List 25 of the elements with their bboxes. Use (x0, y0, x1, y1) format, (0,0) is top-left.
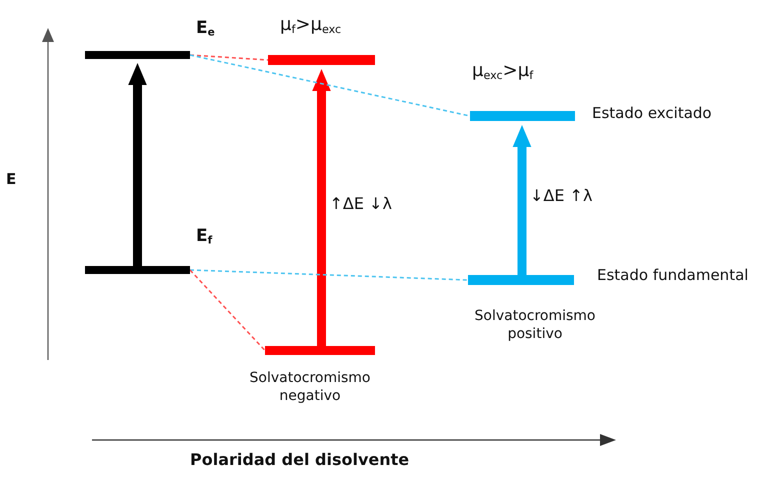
energy-level-bar (85, 51, 190, 59)
energy-level-bar (268, 55, 375, 65)
energy-level-bar (468, 275, 574, 285)
level-label: Solvatocromismo negativo (248, 370, 372, 405)
level-label: μ$_{exc}$>μ$_{f}$ (472, 60, 534, 83)
edge-label: ↓ΔE ↑λ (530, 186, 592, 206)
edge-label: ↑ΔE ↓λ (330, 194, 392, 214)
level-label: μ$_{f}$>μ$_{exc}$ (280, 14, 342, 37)
energy-level-bar (85, 266, 190, 274)
dashed-connector (190, 54, 268, 61)
transition-arrow (312, 69, 331, 346)
level-label: Solvatocromismo positivo (474, 308, 596, 343)
transition-arrow (128, 63, 147, 266)
energy-level-bar (265, 346, 375, 355)
transition-arrow (512, 125, 532, 275)
level-label: Estado excitado (592, 104, 712, 123)
dashed-connector (189, 269, 266, 352)
axis-label: E (6, 170, 16, 189)
level-label: Estado fundamental (597, 266, 748, 285)
energy-level-bar (470, 111, 575, 121)
dashed-connector (190, 269, 468, 281)
dashed-connector (190, 54, 470, 117)
axis-title: Polaridad del disolvente (190, 450, 410, 470)
level-label: E$_{e}$ (196, 18, 215, 40)
level-label: E$_{f}$ (196, 226, 212, 248)
